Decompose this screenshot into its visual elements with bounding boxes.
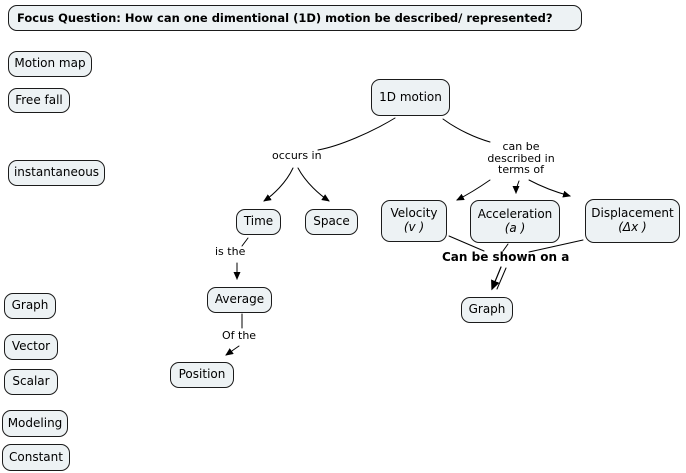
term-instantaneous[interactable]: instantaneous	[8, 160, 105, 186]
node-displacement-label: Displacement	[591, 206, 674, 221]
node-time[interactable]: Time	[236, 209, 281, 235]
node-displacement-symbol: (Δx )	[618, 220, 647, 234]
term-graph[interactable]: Graph	[4, 293, 56, 319]
edge-label-occurs-in[interactable]: occurs in	[272, 149, 322, 162]
node-space[interactable]: Space	[305, 209, 358, 235]
edge-label-of-the[interactable]: Of the	[222, 329, 257, 342]
node-position[interactable]: Position	[170, 362, 234, 388]
arrow-describedin-displacement	[528, 179, 571, 198]
term-modeling[interactable]: Modeling	[2, 410, 68, 437]
node-displacement[interactable]: Displacement (Δx )	[585, 199, 680, 243]
arrow-shownon-graph	[491, 266, 502, 291]
edge-label-is-the[interactable]: is the	[215, 245, 246, 258]
node-1d-motion[interactable]: 1D motion	[371, 79, 450, 116]
arrow-shownon-graph-outer	[496, 267, 507, 290]
edge-label-shown-on[interactable]: Can be shown on a	[442, 250, 570, 264]
arrow-ofthe-position	[225, 345, 240, 356]
edge-label-described-in[interactable]: can be described in terms of	[487, 140, 555, 176]
edge-acceleration-shownon	[502, 243, 509, 252]
arrow-occursin-time	[263, 167, 294, 202]
focus-question[interactable]: Focus Question: How can one dimentional …	[8, 5, 582, 31]
arrow-occursin-space	[297, 167, 330, 202]
node-velocity-label: Velocity	[390, 206, 438, 221]
node-acceleration-label: Acceleration	[477, 206, 553, 221]
term-motion-map[interactable]: Motion map	[8, 51, 92, 77]
edge-time-isthe	[241, 237, 249, 247]
node-velocity-symbol: (v )	[403, 220, 425, 234]
edge-displacement-shownon	[528, 239, 584, 253]
node-graph[interactable]: Graph	[461, 297, 513, 323]
node-acceleration[interactable]: Acceleration (a )	[470, 200, 560, 243]
term-free-fall[interactable]: Free fall	[8, 88, 70, 113]
edge-velocity-shownon	[448, 235, 485, 252]
node-acceleration-symbol: (a )	[504, 220, 526, 235]
arrow-describedin-velocity	[456, 179, 491, 201]
term-scalar[interactable]: Scalar	[4, 369, 58, 395]
edge-1dmotion-occursin	[317, 117, 396, 151]
term-vector[interactable]: Vector	[4, 334, 58, 360]
term-constant[interactable]: Constant	[2, 444, 70, 471]
edge-1dmotion-describedin	[442, 118, 491, 143]
node-average[interactable]: Average	[207, 287, 272, 313]
arrow-describedin-acceleration	[512, 180, 520, 194]
node-velocity[interactable]: Velocity (v )	[381, 200, 447, 242]
